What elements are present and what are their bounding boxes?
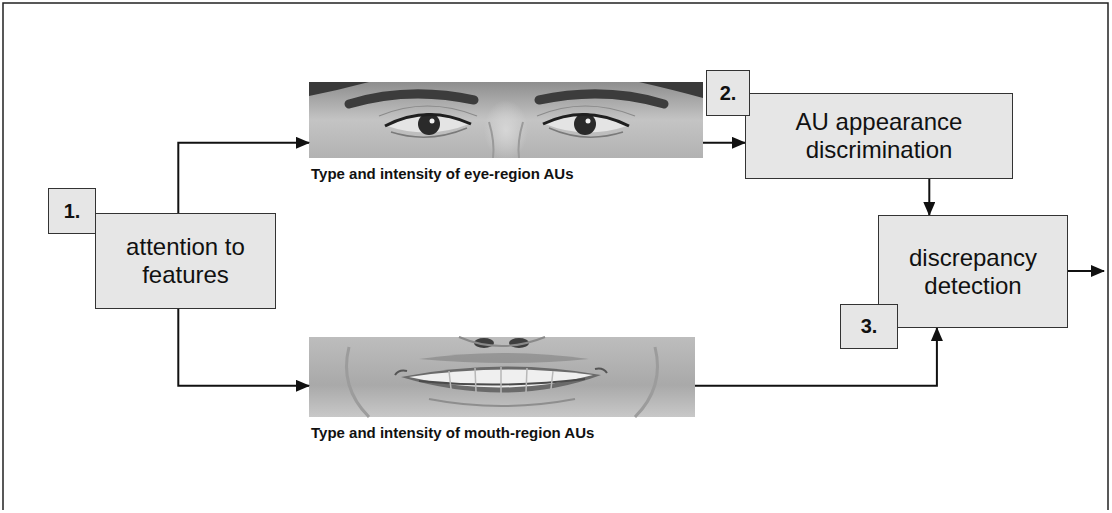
callout-number: 2. bbox=[720, 82, 737, 105]
flow-arrow bbox=[695, 328, 937, 386]
flow-arrow bbox=[178, 309, 309, 386]
box-label: discrepancy detection bbox=[889, 244, 1057, 299]
output-arrow bbox=[1068, 270, 1104, 272]
photo-region: Type and intensity of mouth-region AUs bbox=[309, 337, 695, 417]
flow-arrow bbox=[178, 143, 309, 213]
frame-border bbox=[3, 3, 1108, 510]
box-label: AU appearance discrimination bbox=[756, 108, 1002, 163]
photo-region: Type and intensity of eye-region AUs bbox=[309, 82, 703, 158]
flow-arrow bbox=[928, 179, 930, 215]
callout-number: 3. bbox=[840, 304, 898, 349]
callout-number: 1. bbox=[48, 188, 96, 234]
photo-caption: Type and intensity of mouth-region AUs bbox=[311, 424, 594, 441]
callout-number: 3. bbox=[861, 315, 878, 338]
process-box: discrepancy detection bbox=[878, 215, 1068, 328]
process-box: AU appearance discrimination bbox=[745, 93, 1013, 179]
callout-number: 2. bbox=[706, 70, 750, 116]
photo-caption: Type and intensity of eye-region AUs bbox=[311, 165, 574, 182]
mouth-photo bbox=[309, 337, 695, 417]
callout-number: 1. bbox=[64, 200, 81, 223]
flow-arrow bbox=[703, 142, 745, 144]
process-box: attention to features bbox=[95, 213, 276, 309]
box-label: attention to features bbox=[106, 233, 265, 288]
eye-photo bbox=[309, 82, 703, 160]
